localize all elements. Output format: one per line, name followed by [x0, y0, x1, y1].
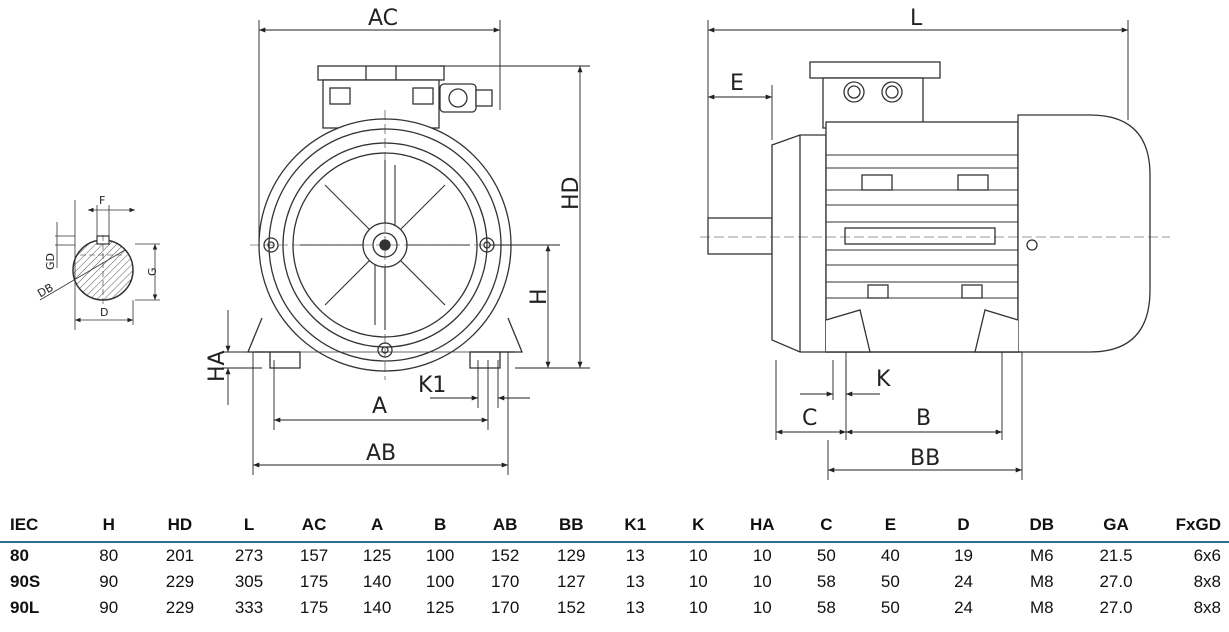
- table-cell: 13: [625, 546, 645, 565]
- table-cell: 201: [165, 546, 195, 565]
- table-cell: 129: [557, 546, 586, 565]
- dim-label-C: C: [802, 406, 817, 431]
- table-cell: 90: [99, 572, 119, 591]
- table-cell: 40: [880, 546, 900, 565]
- column-header: K: [666, 509, 730, 543]
- table-cell: 170: [490, 598, 520, 617]
- table-cell: 127: [557, 572, 586, 591]
- table-cell: 157: [299, 546, 329, 565]
- column-header: IEC: [0, 509, 74, 543]
- dim-label-L: L: [910, 6, 923, 31]
- table-cell: M8: [1030, 598, 1054, 617]
- table-cell: 24: [954, 598, 973, 617]
- table-cell: M6: [1030, 546, 1054, 565]
- column-header: H: [73, 509, 145, 543]
- dim-label-G: G: [146, 267, 159, 276]
- table-cell: 8x8: [1193, 572, 1221, 591]
- dimension-spec-table: IEC H HD L AC A B AB BB K1 K HA C E D DB…: [0, 509, 1229, 621]
- table-cell: 58: [816, 598, 836, 617]
- column-header: E: [857, 509, 923, 543]
- table-cell: 8x8: [1193, 598, 1221, 617]
- table-cell: 80: [10, 546, 29, 565]
- table-cell: 175: [299, 572, 329, 591]
- table-cell: 10: [752, 546, 772, 565]
- table-row: 90L 90 229 333 175 140 125 170 152 13 10…: [0, 595, 1229, 621]
- table-cell: 13: [625, 598, 645, 617]
- column-header: FxGD: [1152, 509, 1229, 543]
- dim-label-K1: K1: [418, 373, 446, 398]
- dim-label-DB: DB: [35, 281, 55, 300]
- table-cell: 50: [880, 598, 900, 617]
- table-cell: 100: [425, 572, 455, 591]
- shaft-section-view: [39, 200, 160, 330]
- table-cell: 58: [816, 572, 836, 591]
- table-cell: 125: [362, 546, 392, 565]
- column-header: B: [408, 509, 472, 543]
- table-cell: 19: [954, 546, 973, 565]
- column-header: C: [794, 509, 858, 543]
- motor-dimension-drawing: F GD G DB D: [35, 6, 1170, 480]
- table-cell: 6x6: [1193, 546, 1221, 565]
- dim-label-E: E: [730, 71, 744, 96]
- column-header: A: [345, 509, 409, 543]
- column-header: AB: [471, 509, 539, 543]
- table-cell: M8: [1030, 572, 1054, 591]
- table-cell: 229: [165, 572, 195, 591]
- table-cell: 50: [816, 546, 836, 565]
- table-cell: 90L: [10, 598, 40, 617]
- dim-label-HA: HA: [205, 350, 230, 382]
- table-cell: 140: [362, 598, 392, 617]
- dim-label-AB: AB: [366, 441, 396, 466]
- table-cell: 333: [234, 598, 264, 617]
- dim-label-GD: GD: [44, 253, 57, 270]
- table-cell: 13: [625, 572, 645, 591]
- column-header: GA: [1079, 509, 1153, 543]
- dim-label-A: A: [372, 394, 387, 419]
- column-header: K1: [603, 509, 667, 543]
- table-cell: 152: [490, 546, 520, 565]
- table-cell: 100: [425, 546, 455, 565]
- table-cell: 305: [234, 572, 264, 591]
- table-cell: 273: [234, 546, 264, 565]
- table-header-row: IEC H HD L AC A B AB BB K1 K HA C E D DB…: [0, 509, 1229, 543]
- table-cell: 24: [954, 572, 973, 591]
- table-cell: 10: [688, 546, 708, 565]
- table-cell: 90S: [10, 572, 41, 591]
- table-cell: 21.5: [1099, 546, 1133, 565]
- dim-label-F: F: [99, 194, 105, 207]
- dim-label-BB: BB: [910, 446, 940, 471]
- table-cell: 10: [752, 572, 772, 591]
- table-cell: 125: [425, 598, 455, 617]
- table-cell: 10: [688, 572, 708, 591]
- table-cell: 152: [557, 598, 586, 617]
- table-cell: 10: [752, 598, 772, 617]
- table-cell: 50: [880, 572, 900, 591]
- column-header: DB: [1004, 509, 1080, 543]
- column-header: HA: [729, 509, 795, 543]
- dim-label-B: B: [916, 406, 931, 431]
- column-header: L: [215, 509, 283, 543]
- column-header: BB: [538, 509, 604, 543]
- column-header: AC: [282, 509, 346, 543]
- table-row: 90S 90 229 305 175 140 100 170 127 13 10…: [0, 569, 1229, 595]
- dim-label-HD: HD: [559, 177, 584, 210]
- table-cell: 80: [99, 546, 119, 565]
- dim-label-K: K: [876, 367, 891, 392]
- motor-side-view: [700, 61, 1170, 353]
- dim-label-AC: AC: [368, 6, 398, 31]
- dim-label-D: D: [100, 306, 108, 319]
- table-row: 80 80 201 273 157 125 100 152 129 13 10 …: [0, 542, 1229, 569]
- table-cell: 229: [165, 598, 195, 617]
- table-cell: 140: [362, 572, 392, 591]
- table-cell: 27.0: [1099, 598, 1133, 617]
- dim-label-H: H: [527, 288, 552, 305]
- column-header: D: [922, 509, 1005, 543]
- table-cell: 10: [688, 598, 708, 617]
- table-cell: 175: [299, 598, 329, 617]
- column-header: HD: [144, 509, 216, 543]
- motor-front-view: [247, 65, 560, 380]
- table-cell: 27.0: [1099, 572, 1133, 591]
- table-cell: 90: [99, 598, 119, 617]
- table-cell: 170: [490, 572, 520, 591]
